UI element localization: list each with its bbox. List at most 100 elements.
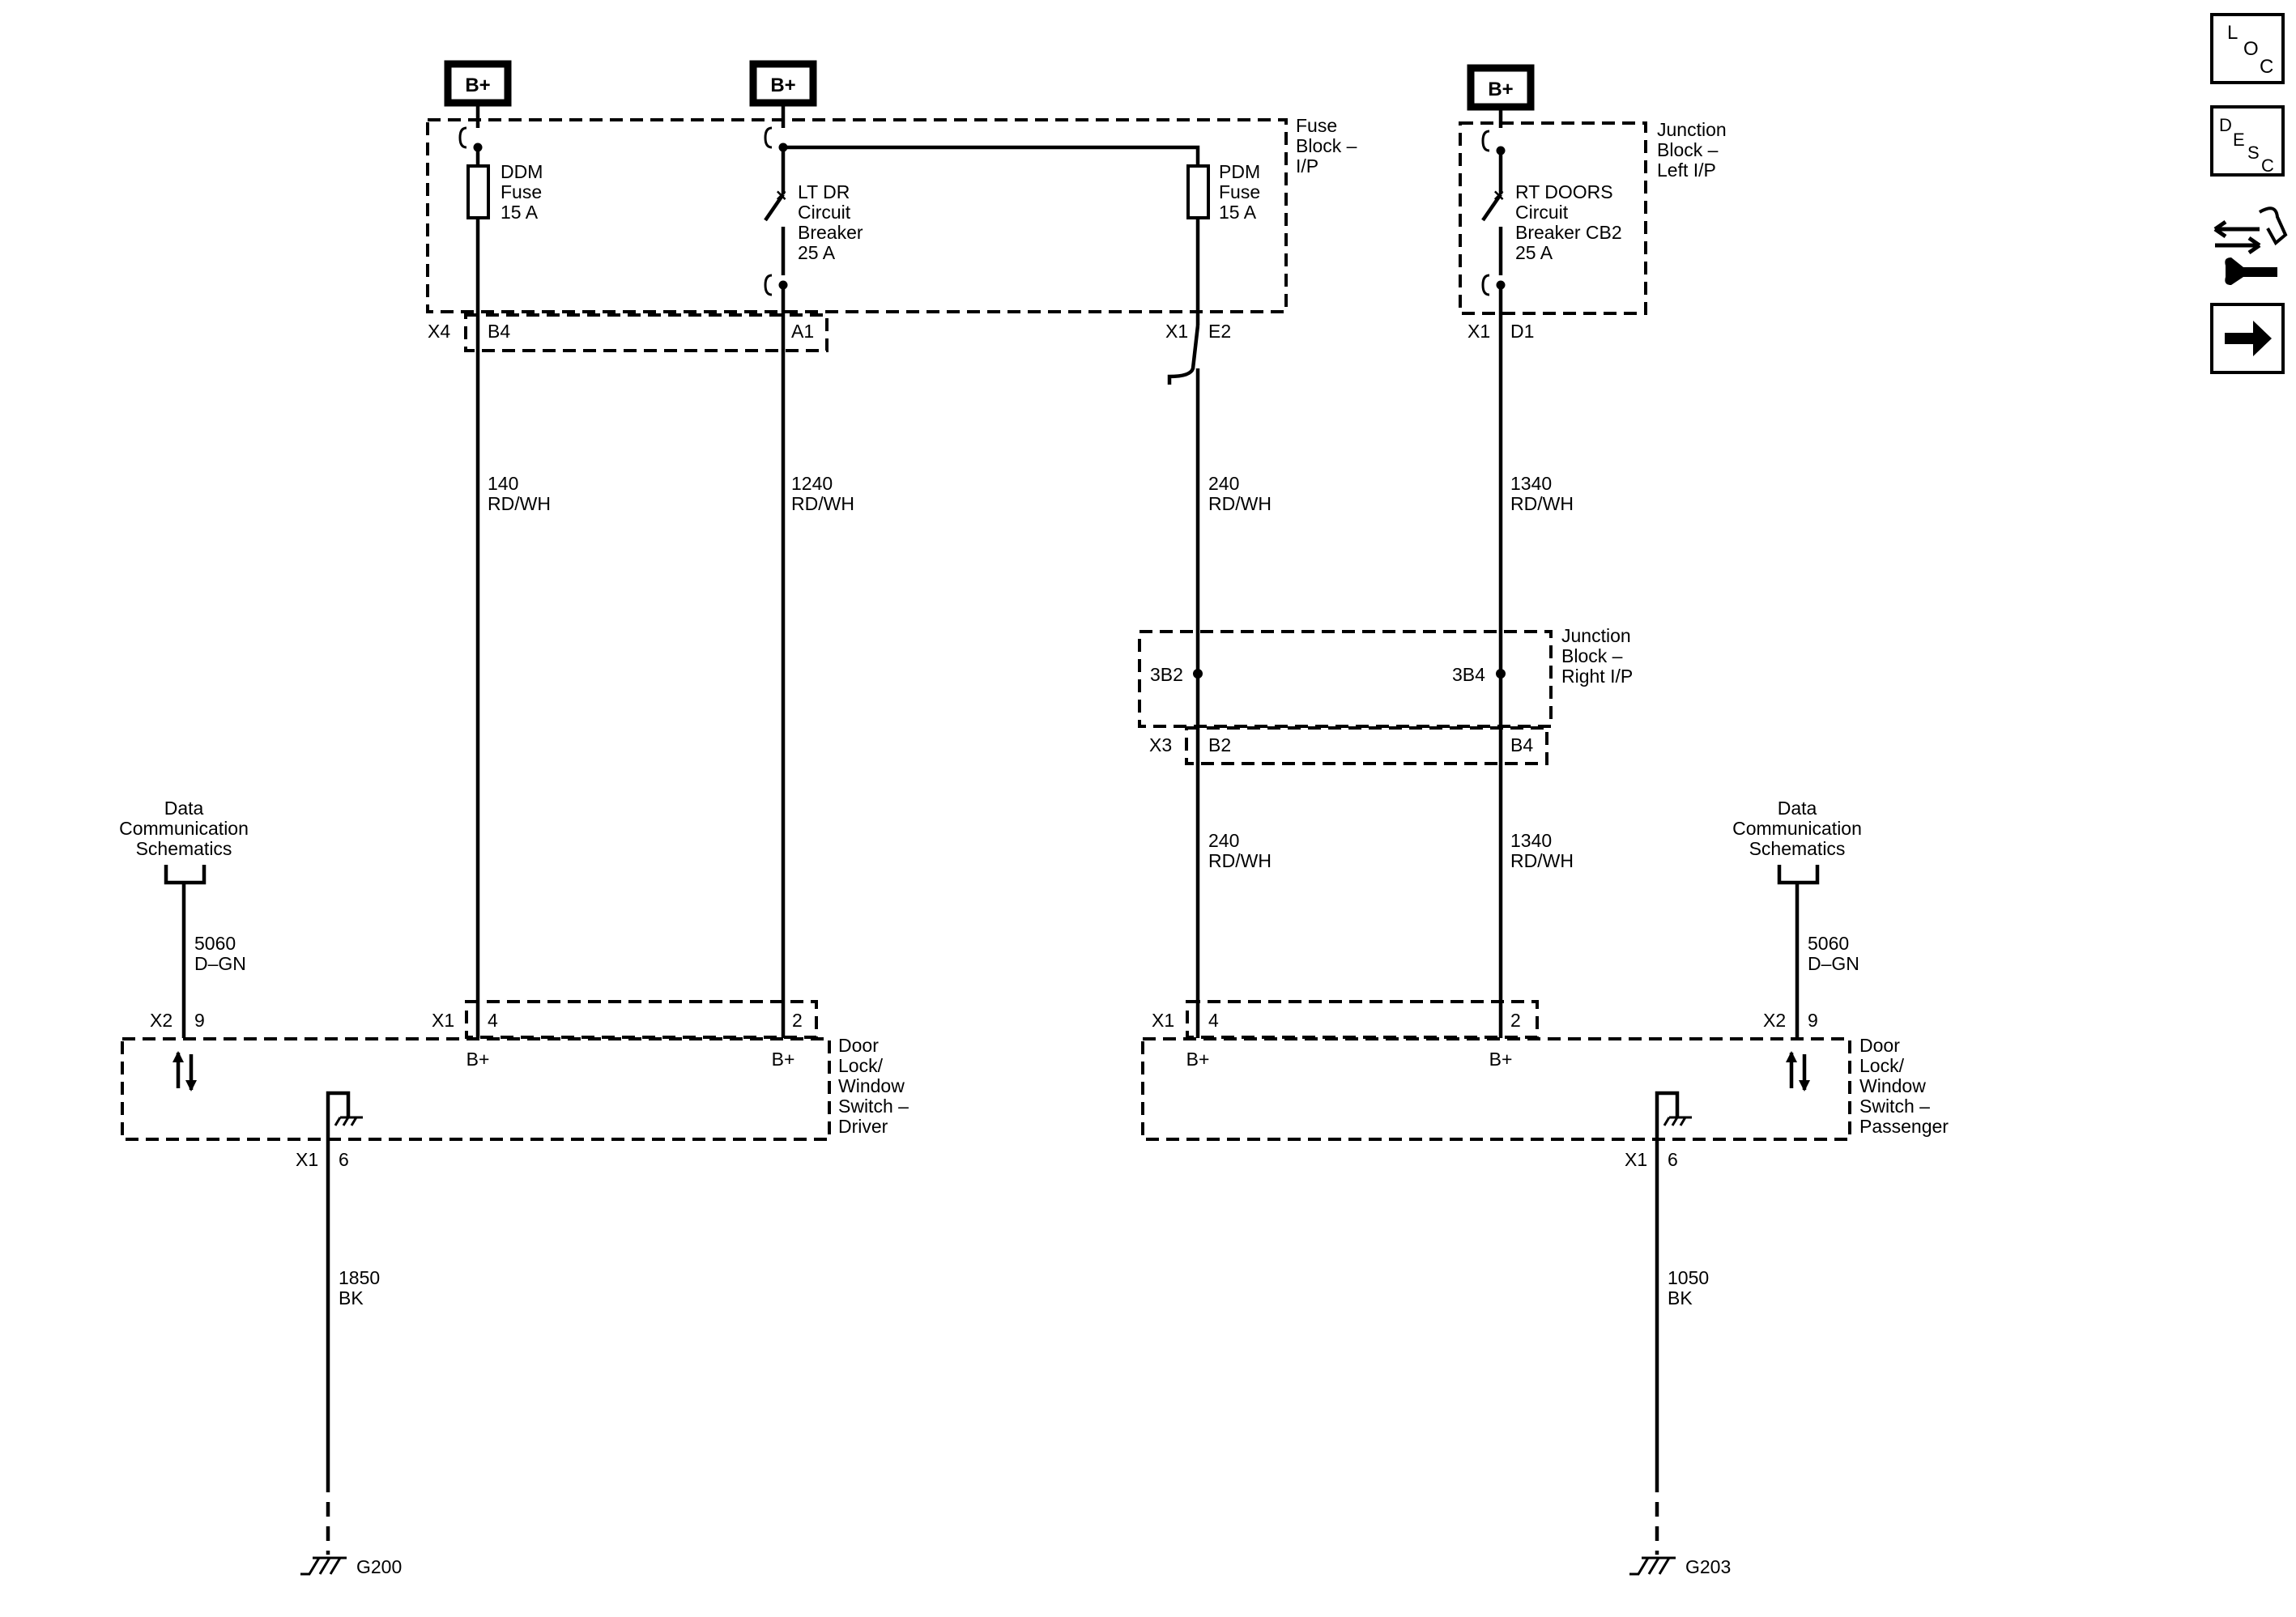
wire-1340-color: RD/WH <box>1510 493 1574 514</box>
connector-tool-icon[interactable] <box>2213 206 2288 285</box>
svg-text:Breaker: Breaker <box>798 222 863 243</box>
svg-text:RT DOORS: RT DOORS <box>1515 181 1613 202</box>
svg-text:O: O <box>2243 38 2259 60</box>
svg-text:PDM: PDM <box>1219 161 1260 182</box>
svg-text:Fuse: Fuse <box>501 181 542 202</box>
ground-g200-icon <box>300 1556 347 1576</box>
junction-block-right-ip-boundary <box>1138 630 1553 728</box>
connector-x4-housing <box>464 313 829 352</box>
svg-text:×: × <box>1493 185 1504 206</box>
svg-text:DDM: DDM <box>501 161 543 182</box>
svg-text:6: 6 <box>339 1149 349 1170</box>
svg-text:5060: 5060 <box>194 933 236 954</box>
svg-text:S: S <box>2247 143 2260 163</box>
connector-x3-label: X3 <box>1149 734 1172 755</box>
wire-1240-label: 1240 <box>791 473 833 494</box>
connector-x4-label: X4 <box>428 321 450 342</box>
svg-text:Block –: Block – <box>1561 645 1623 666</box>
svg-text:1850: 1850 <box>339 1267 380 1288</box>
svg-text:9: 9 <box>194 1010 205 1031</box>
svg-text:B+: B+ <box>1186 1049 1210 1070</box>
pin-3b2-label: 3B2 <box>1150 664 1183 685</box>
svg-text:1050: 1050 <box>1668 1267 1709 1288</box>
svg-text:6: 6 <box>1668 1149 1678 1170</box>
connector-x3-housing <box>1185 726 1548 765</box>
desc-button[interactable]: D E S C <box>2210 105 2285 177</box>
pin-b4-label: B4 <box>1510 734 1533 755</box>
svg-text:Switch –: Switch – <box>1859 1096 1930 1117</box>
wire-140-label: 140 <box>488 473 518 494</box>
svg-text:Junction: Junction <box>1657 119 1727 140</box>
bus-bar <box>783 145 1200 166</box>
svg-text:Door: Door <box>838 1035 879 1056</box>
svg-text:Fuse: Fuse <box>1219 181 1260 202</box>
svg-text:5060: 5060 <box>1808 933 1849 954</box>
svg-text:Left I/P: Left I/P <box>1657 160 1716 181</box>
svg-text:D–GN: D–GN <box>1808 953 1859 974</box>
svg-text:B+: B+ <box>466 1049 490 1070</box>
fuse-block-label: Fuse <box>1296 115 1337 136</box>
next-arrow-icon[interactable] <box>2210 303 2285 374</box>
wire-240-label: 240 <box>1208 473 1239 494</box>
b-plus-source-ltdr: B+ <box>749 60 817 107</box>
wire-240-label: 240 <box>1208 830 1239 851</box>
b-plus-source-rtdoors: B+ <box>1467 64 1535 111</box>
connector-x1-label: X1 <box>1467 321 1490 342</box>
svg-text:Schematics: Schematics <box>1749 838 1846 859</box>
svg-text:E: E <box>2233 130 2245 150</box>
svg-text:Schematics: Schematics <box>136 838 232 859</box>
bidirectional-data-icon <box>173 1051 197 1091</box>
pin-3b4-label: 3B4 <box>1452 664 1485 685</box>
pin-a1-label: A1 <box>791 321 814 342</box>
pin-b4-label: B4 <box>488 321 510 342</box>
junction-block-left-ip-boundary <box>1459 121 1647 315</box>
data-comm-link-right[interactable]: Data Communication Schematics <box>1732 798 1862 885</box>
svg-text:X1: X1 <box>296 1149 318 1170</box>
fuse-block-label: I/P <box>1296 155 1318 177</box>
svg-text:BK: BK <box>1668 1287 1693 1308</box>
svg-text:Switch –: Switch – <box>838 1096 909 1117</box>
svg-text:2: 2 <box>1510 1010 1521 1031</box>
svg-text:L: L <box>2227 22 2238 44</box>
ltdr-circuit-breaker: × LT DR Circuit Breaker 25 A <box>764 103 863 1038</box>
svg-text:X1: X1 <box>1625 1149 1647 1170</box>
wire-140-color: RD/WH <box>488 493 551 514</box>
wire-1340-color: RD/WH <box>1510 850 1574 871</box>
svg-text:Window: Window <box>838 1075 905 1096</box>
splice-3b2 <box>1193 669 1203 679</box>
svg-text:Breaker CB2: Breaker CB2 <box>1515 222 1622 243</box>
svg-text:C: C <box>2261 155 2274 176</box>
internal-ground-icon <box>1655 1091 1692 1139</box>
svg-text:D: D <box>2219 115 2232 135</box>
svg-text:Circuit: Circuit <box>798 202 851 223</box>
svg-text:Lock/: Lock/ <box>1859 1055 1905 1076</box>
door-lock-window-switch-passenger <box>1141 1037 1851 1141</box>
data-comm-link-left[interactable]: Data Communication Schematics <box>119 798 249 885</box>
svg-text:9: 9 <box>1808 1010 1818 1031</box>
svg-text:X2: X2 <box>1763 1010 1786 1031</box>
splice-3b4 <box>1496 669 1506 679</box>
svg-text:Door: Door <box>1859 1035 1900 1056</box>
svg-text:D–GN: D–GN <box>194 953 246 974</box>
svg-text:Circuit: Circuit <box>1515 202 1569 223</box>
svg-text:25 A: 25 A <box>1515 242 1553 263</box>
svg-text:15 A: 15 A <box>501 202 539 223</box>
connector-x1-label: X1 <box>1165 321 1188 342</box>
pin-b2-label: B2 <box>1208 734 1231 755</box>
svg-text:Passenger: Passenger <box>1859 1116 1949 1137</box>
svg-text:Right I/P: Right I/P <box>1561 666 1633 687</box>
pdm-fuse: PDM Fuse 15 A <box>1167 161 1260 1038</box>
rtdoors-circuit-breaker: × RT DOORS Circuit Breaker CB2 25 A <box>1481 107 1622 1038</box>
loc-button[interactable]: L O C <box>2210 13 2285 84</box>
svg-text:C: C <box>2260 56 2273 78</box>
ground-g203-label: G203 <box>1685 1556 1731 1577</box>
svg-text:Junction: Junction <box>1561 625 1631 646</box>
connector-x1-passenger-housing <box>1186 1000 1539 1039</box>
b-plus-label: B+ <box>1488 79 1513 100</box>
wire-240-color: RD/WH <box>1208 850 1272 871</box>
svg-text:Block –: Block – <box>1657 139 1719 160</box>
svg-text:B+: B+ <box>1489 1049 1513 1070</box>
svg-text:Driver: Driver <box>838 1116 888 1137</box>
b-plus-source-ddm: B+ <box>444 60 512 107</box>
wire-1240-color: RD/WH <box>791 493 854 514</box>
